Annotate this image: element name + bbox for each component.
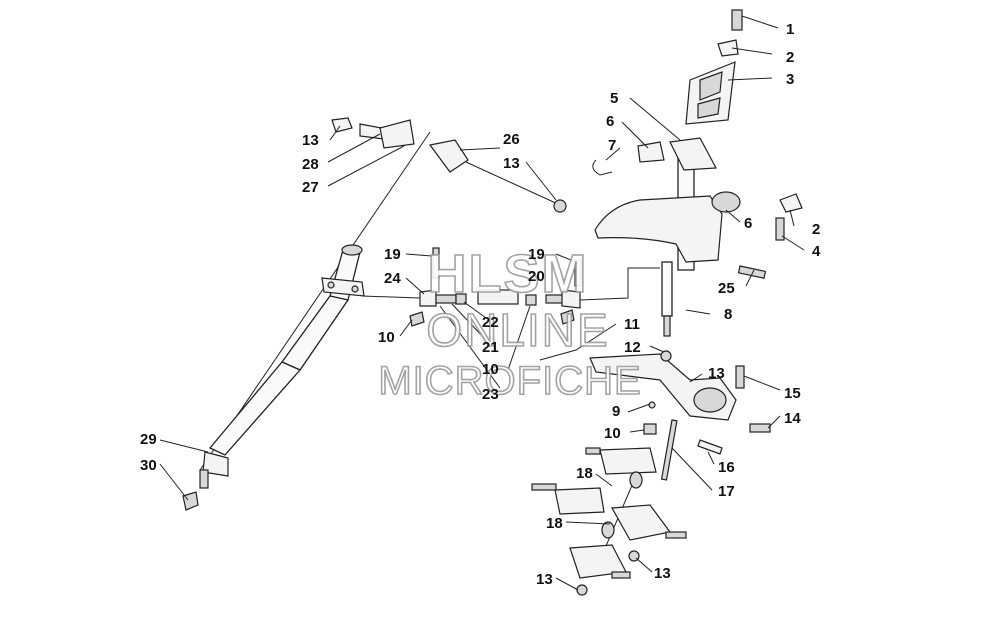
callout-19: 19 [384, 246, 401, 263]
callout-13: 13 [536, 571, 553, 588]
callout-3: 3 [786, 71, 794, 88]
callout-4: 4 [812, 243, 821, 260]
callout-1: 1 [786, 21, 794, 38]
callout-2: 2 [786, 49, 794, 66]
callout-29: 29 [140, 431, 157, 448]
callout-17: 17 [718, 483, 735, 500]
callout-13: 13 [708, 365, 725, 382]
callout-13: 13 [302, 132, 319, 149]
watermark-line-1: HLSM [428, 244, 589, 304]
callout-6: 6 [606, 113, 614, 130]
lower-bracket-parts [531, 419, 723, 596]
callout-15: 15 [784, 385, 801, 402]
leader-lines [159, 15, 805, 591]
callout-8: 8 [724, 306, 732, 323]
callout-22: 22 [482, 314, 499, 331]
callout-24: 24 [384, 270, 401, 287]
callout-5: 5 [610, 90, 618, 107]
callout-18: 18 [546, 515, 563, 532]
callout-25: 25 [718, 280, 735, 297]
callout-9: 9 [612, 403, 620, 420]
callout-13: 13 [654, 565, 671, 582]
callout-7: 7 [608, 137, 616, 154]
watermark: HLSM ONLINE MICROFICHE [378, 243, 642, 404]
callout-2: 2 [812, 221, 820, 238]
callout-13: 13 [503, 155, 520, 172]
callout-21: 21 [482, 339, 499, 356]
callout-16: 16 [718, 459, 735, 476]
tie-rod-linkage [331, 117, 660, 327]
callout-labels: 1 2 3 5 6 7 13 26 13 28 27 6 2 4 19 24 1… [140, 21, 821, 588]
steering-post [589, 9, 803, 435]
callout-10: 10 [604, 425, 621, 442]
callout-18: 18 [576, 465, 593, 482]
steering-shaft-assembly [182, 131, 431, 511]
callout-11: 11 [624, 316, 640, 333]
callout-14: 14 [784, 410, 801, 427]
callout-6: 6 [744, 215, 752, 232]
watermark-line-2: ONLINE [426, 304, 609, 356]
callout-23: 23 [482, 386, 499, 403]
callout-20: 20 [528, 268, 545, 285]
callout-10: 10 [482, 361, 499, 378]
callout-30: 30 [140, 457, 157, 474]
callout-27: 27 [302, 179, 319, 196]
callout-10: 10 [378, 329, 395, 346]
callout-26: 26 [503, 131, 520, 148]
callout-12: 12 [624, 339, 641, 356]
watermark-line-3: MICROFICHE [378, 359, 641, 403]
callout-28: 28 [302, 156, 319, 173]
callout-19: 19 [528, 246, 545, 263]
